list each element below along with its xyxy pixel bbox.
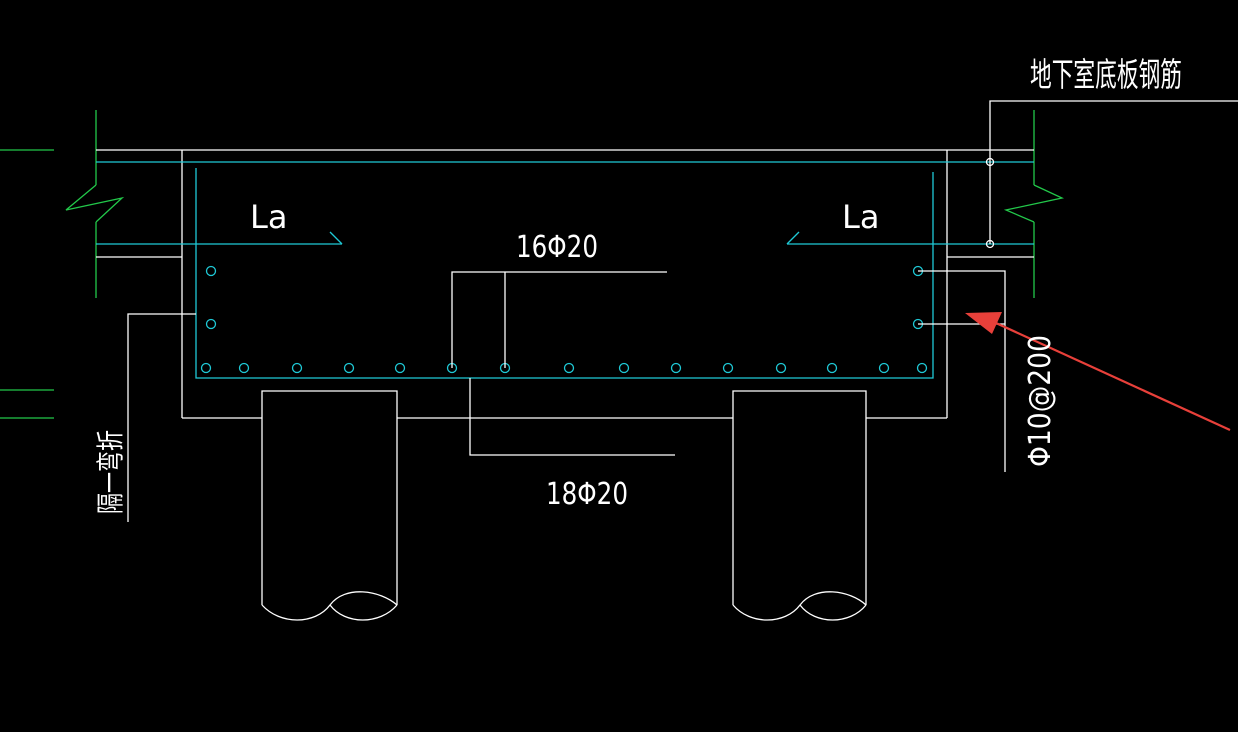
pile-cap-outline xyxy=(181,150,948,419)
red-arrow xyxy=(965,312,1231,432)
cap-stirrup xyxy=(195,168,934,379)
rebar-sections xyxy=(200,265,928,374)
rebar-dot xyxy=(291,362,303,374)
right-break-line xyxy=(1003,110,1065,298)
rebar-dot xyxy=(200,362,212,374)
rebar-dot xyxy=(394,362,406,374)
leader-lines xyxy=(127,100,1238,522)
rebar-dot xyxy=(238,362,250,374)
pile-right xyxy=(732,390,867,621)
rebar-dot xyxy=(563,362,575,374)
rebar-dot xyxy=(775,362,787,374)
stirrup-label: Φ10@200 xyxy=(1023,335,1058,467)
rebar-dot xyxy=(205,318,217,330)
rebar-dot xyxy=(205,265,217,277)
rebar-dot xyxy=(826,362,838,374)
slab-rebar xyxy=(96,161,1034,245)
slab-outline xyxy=(96,149,1034,258)
rebar-dot xyxy=(916,362,928,374)
bend-note-label: 隔一弯折 xyxy=(94,430,127,514)
rebar-dot xyxy=(343,362,355,374)
top-bars-label: 16Φ20 xyxy=(516,230,598,265)
basement-slab-label: 地下室底板钢筋 xyxy=(1030,55,1182,94)
rebar-dot xyxy=(670,362,682,374)
left-break-line xyxy=(0,110,125,419)
la-right-label: La xyxy=(842,198,879,236)
rebar-dot xyxy=(878,362,890,374)
pile-left xyxy=(261,390,398,621)
rebar-dot xyxy=(722,362,734,374)
rebar-dot xyxy=(618,362,630,374)
la-left-label: La xyxy=(250,198,287,236)
bottom-bars-label: 18Φ20 xyxy=(546,477,628,512)
